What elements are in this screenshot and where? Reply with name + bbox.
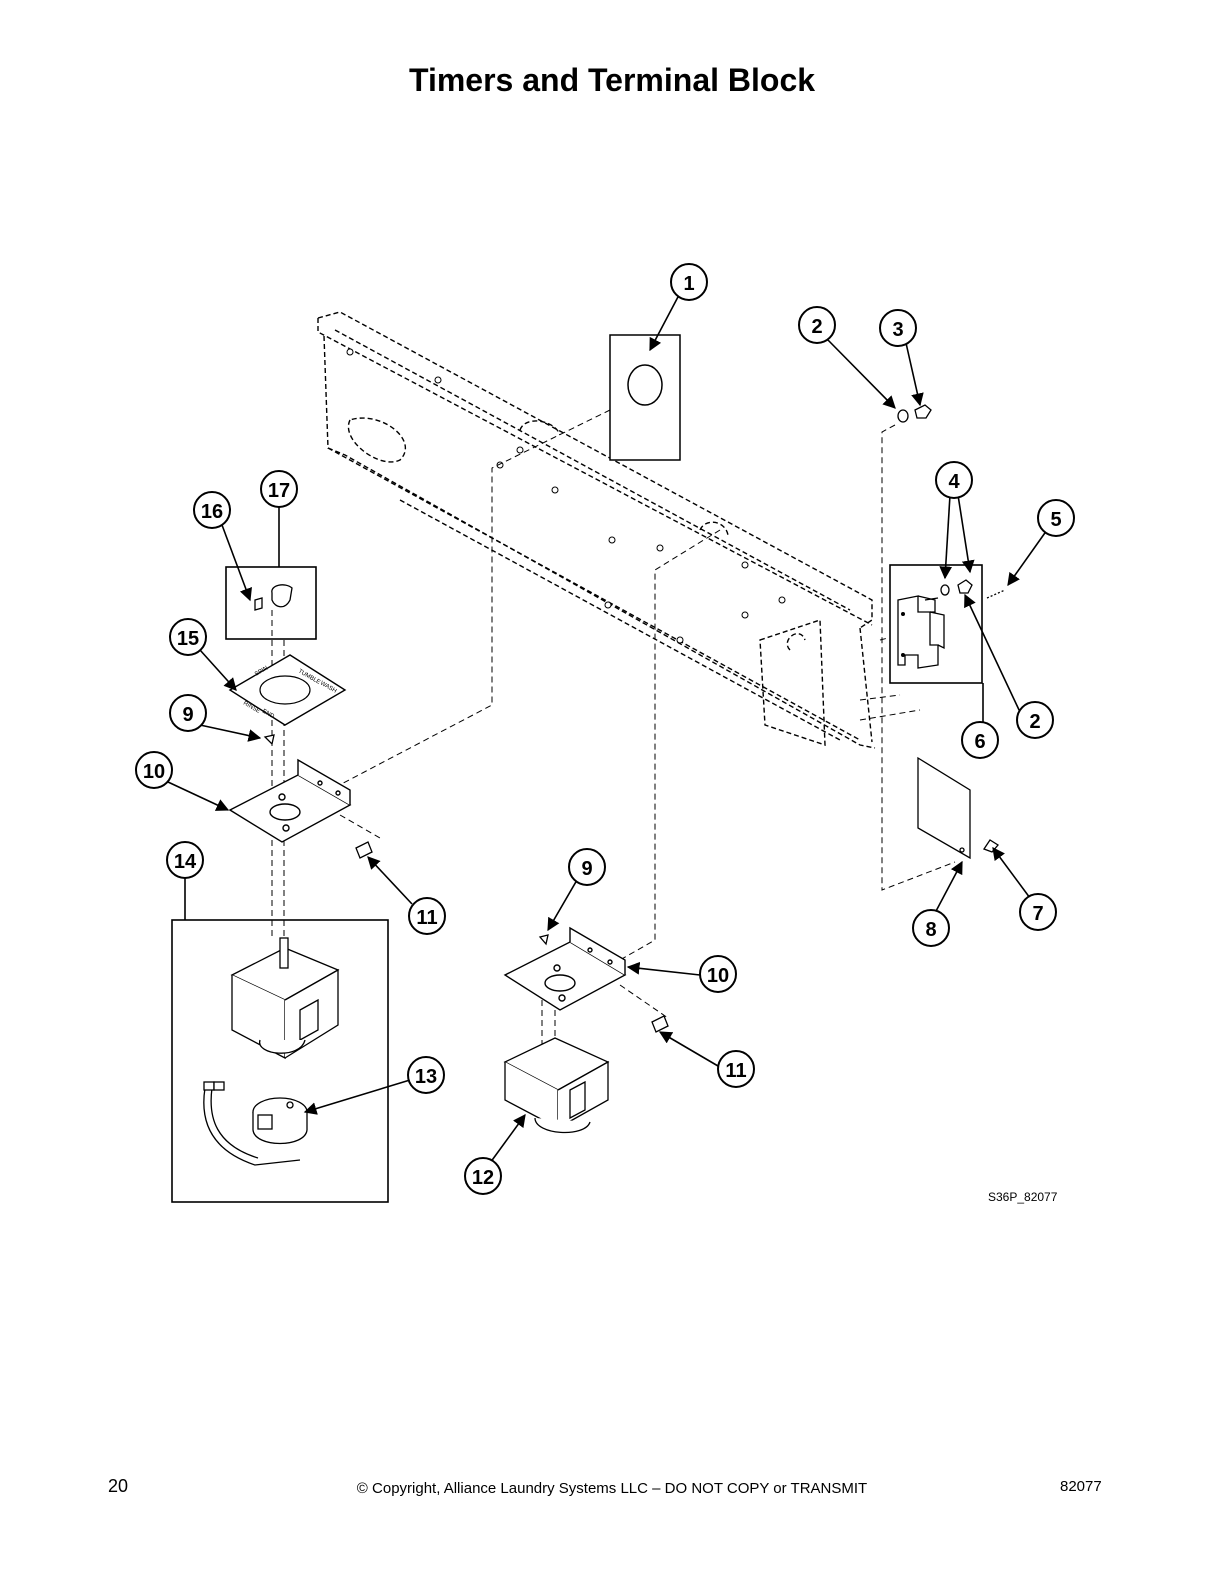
svg-text:10: 10 <box>707 965 729 987</box>
callout-11-right: 11 <box>717 1050 755 1088</box>
timer-assembly-right <box>503 1037 610 1134</box>
svg-text:9: 9 <box>581 858 592 880</box>
dial-label-end: END <box>261 709 276 721</box>
callout-17: 17 <box>260 470 298 508</box>
callout-9-right: 9 <box>568 848 606 886</box>
knob-kit-box <box>225 566 317 640</box>
svg-text:14: 14 <box>174 851 197 873</box>
svg-text:2: 2 <box>1029 711 1040 733</box>
timer-motor-left <box>203 1081 308 1166</box>
svg-text:3: 3 <box>892 319 903 341</box>
svg-text:4: 4 <box>948 471 960 493</box>
timer-mounting-plate-right <box>503 926 627 1011</box>
figure-id: S36P_82077 <box>988 1190 1058 1204</box>
callout-11-left: 11 <box>408 897 446 935</box>
callout-4: 4 <box>935 461 973 499</box>
leader-arrows <box>167 294 1048 1164</box>
callout-13: 13 <box>407 1056 445 1094</box>
hardware-parts <box>254 404 1006 1033</box>
timer-mounting-plate-left <box>228 758 352 843</box>
svg-text:15: 15 <box>177 628 199 650</box>
callout-15: 15 <box>169 618 207 656</box>
svg-text:5: 5 <box>1050 509 1061 531</box>
timer-dial-skirt: TUMBLE WASH SPIN RINSE END <box>228 654 347 726</box>
svg-text:1: 1 <box>683 273 694 295</box>
copyright-notice: © Copyright, Alliance Laundry Systems LL… <box>356 1480 868 1497</box>
document-number: 82077 <box>1060 1478 1102 1495</box>
callout-14: 14 <box>166 841 204 879</box>
page-title: Timers and Terminal Block <box>408 62 816 98</box>
callout-7: 7 <box>1019 893 1057 931</box>
timer-kit-box <box>171 919 389 1203</box>
svg-text:10: 10 <box>143 761 165 783</box>
callout-2-right: 2 <box>1016 701 1054 739</box>
callout-12: 12 <box>464 1157 502 1195</box>
callout-5: 5 <box>1037 499 1075 537</box>
panel-gasket <box>609 334 681 461</box>
svg-text:17: 17 <box>268 480 290 502</box>
svg-text:13: 13 <box>415 1066 437 1088</box>
callout-1: 1 <box>670 263 708 301</box>
callout-3: 3 <box>879 309 917 347</box>
callout-16: 16 <box>193 491 231 529</box>
callout-9-left: 9 <box>169 694 207 732</box>
svg-text:11: 11 <box>725 1060 746 1082</box>
svg-text:9: 9 <box>182 704 193 726</box>
svg-text:16: 16 <box>201 501 223 523</box>
bracket-holes <box>346 348 786 644</box>
callout-10-left: 10 <box>135 751 173 789</box>
svg-text:6: 6 <box>974 731 985 753</box>
svg-text:2: 2 <box>811 316 822 338</box>
callout-6: 6 <box>961 721 999 759</box>
callout-10-right: 10 <box>699 955 737 993</box>
callout-2-top: 2 <box>798 306 836 344</box>
timer-assembly-left <box>230 937 340 1060</box>
svg-text:11: 11 <box>416 907 437 929</box>
callout-8: 8 <box>912 909 950 947</box>
svg-text:12: 12 <box>472 1167 494 1189</box>
page-number: 20 <box>108 1476 129 1496</box>
svg-text:7: 7 <box>1032 903 1043 925</box>
control-panel-bracket <box>317 311 876 749</box>
svg-text:8: 8 <box>925 919 936 941</box>
